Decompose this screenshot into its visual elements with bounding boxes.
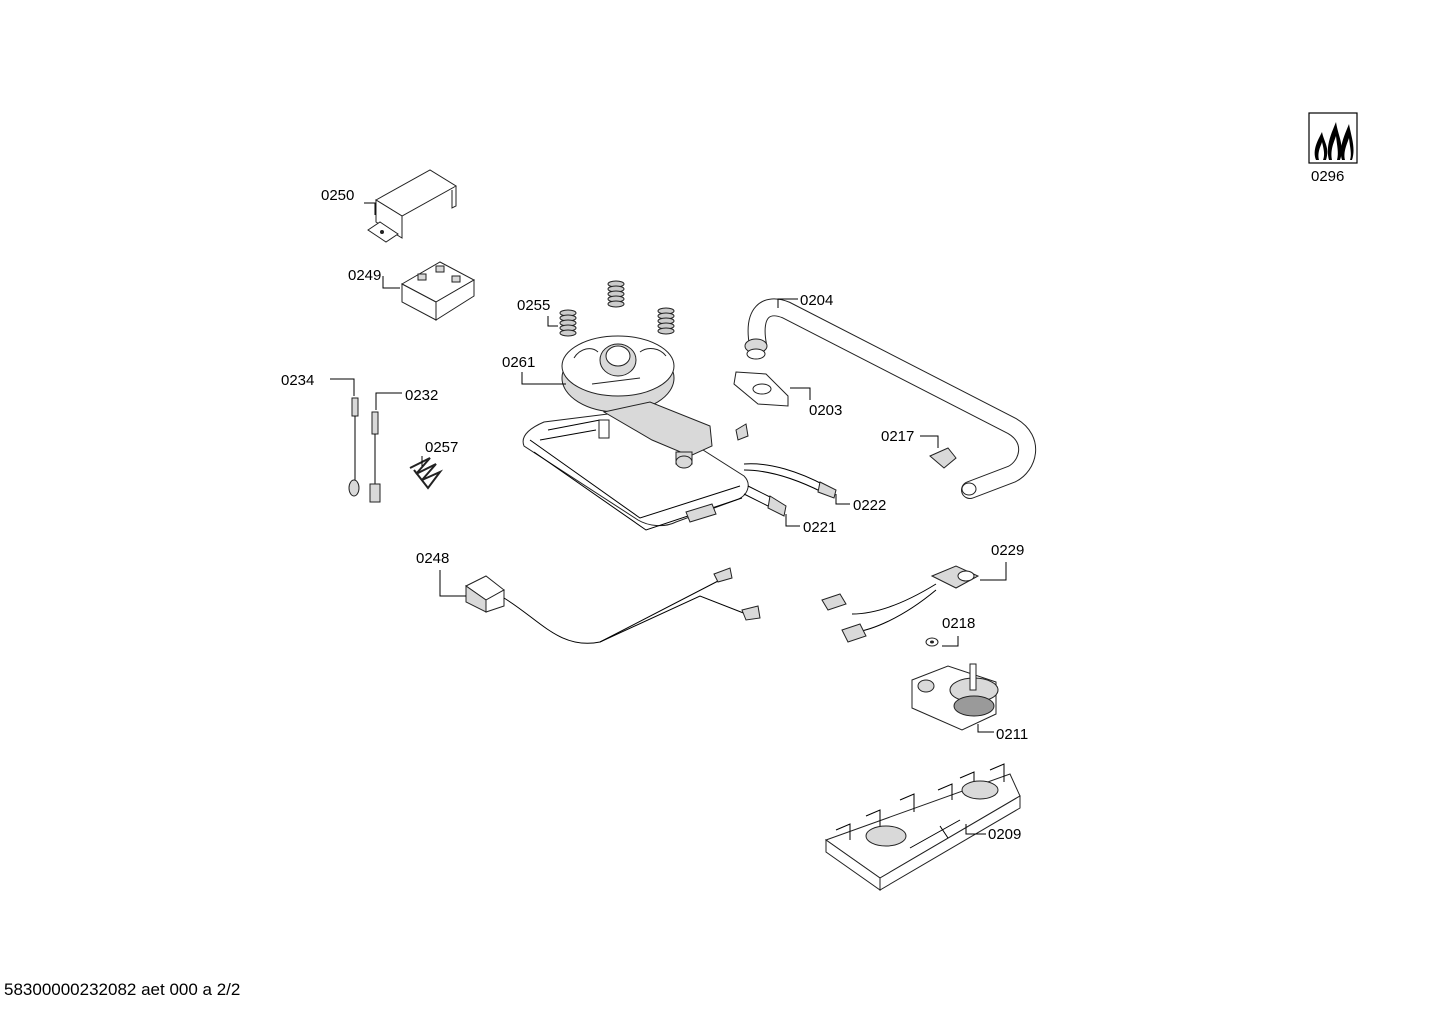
part-0203-gasket[interactable] <box>733 371 789 407</box>
label-0296: 0296 <box>1311 168 1344 185</box>
leader-0255 <box>547 316 558 327</box>
label-0255: 0255 <box>517 297 550 314</box>
label-0217: 0217 <box>881 428 914 445</box>
label-0250: 0250 <box>321 187 354 204</box>
part-0217-clip[interactable] <box>929 447 957 469</box>
leader-0248 <box>439 570 466 597</box>
label-0249: 0249 <box>348 267 381 284</box>
document-footer-id: 58300000232082 aet 000 a 2/2 <box>4 980 241 999</box>
leader-0203 <box>790 387 811 400</box>
leader-0249 <box>382 276 400 289</box>
label-0211: 0211 <box>996 726 1028 743</box>
label-0222: 0222 <box>853 497 886 514</box>
leader-0250 <box>364 202 376 215</box>
label-0203: 0203 <box>809 402 842 419</box>
part-0250-bracket[interactable] <box>367 169 457 243</box>
leader-0217 <box>920 435 939 448</box>
leader-0234 <box>330 378 355 396</box>
leader-0229 <box>980 562 1007 581</box>
part-0229-ignition-switch[interactable] <box>821 565 980 643</box>
leader-0232 <box>375 392 402 410</box>
part-0234-thermocouple[interactable] <box>348 397 360 497</box>
label-0218: 0218 <box>942 615 975 632</box>
part-0218-washer[interactable] <box>925 637 939 647</box>
leader-0221 <box>785 514 800 527</box>
leader-0218 <box>942 636 959 647</box>
part-0261-burner-valve-assembly[interactable] <box>522 335 837 531</box>
part-0211-gas-valve[interactable] <box>911 663 999 731</box>
leader-0261 <box>521 372 566 385</box>
part-0204-gas-pipe[interactable] <box>744 298 1037 499</box>
leader-0222 <box>835 494 850 505</box>
part-0255-springs[interactable] <box>559 280 675 337</box>
leader-0204 <box>777 298 798 308</box>
label-0209: 0209 <box>988 826 1021 843</box>
leader-0211 <box>977 724 994 733</box>
part-0257-wire-clip[interactable] <box>409 457 444 490</box>
label-0232: 0232 <box>405 387 438 404</box>
part-0209-base-housing[interactable] <box>824 763 1021 891</box>
label-0248: 0248 <box>416 550 449 567</box>
part-0232-ignition-electrode[interactable] <box>369 411 381 503</box>
label-0204: 0204 <box>800 292 833 309</box>
part-0249-terminal-block[interactable] <box>400 261 476 321</box>
label-0221: 0221 <box>803 519 836 536</box>
label-0234: 0234 <box>281 372 314 389</box>
part-0296-gas-flame-symbol[interactable] <box>1308 112 1358 164</box>
label-0261: 0261 <box>502 354 535 371</box>
label-0257: 0257 <box>425 439 458 456</box>
label-0229: 0229 <box>991 542 1024 559</box>
leader-0209 <box>965 824 986 835</box>
part-0248-cable-harness[interactable] <box>465 567 761 644</box>
